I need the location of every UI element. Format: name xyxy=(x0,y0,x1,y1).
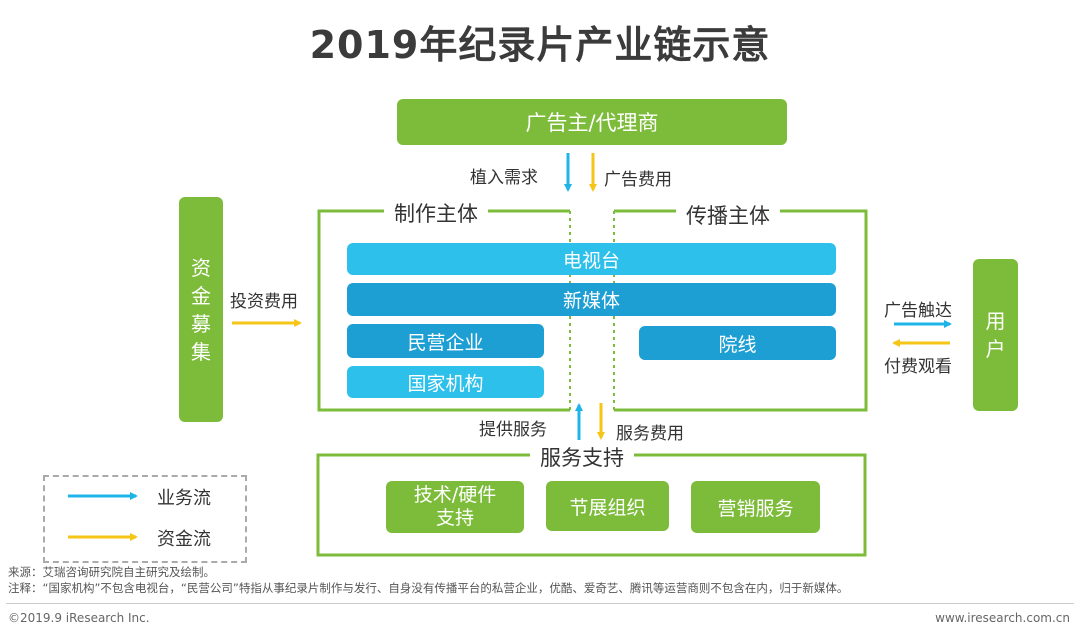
user-char-2: 户 xyxy=(985,337,1006,361)
funding-char-1: 资 xyxy=(191,255,211,280)
legend xyxy=(43,475,247,563)
private-company-box: 民营企业 xyxy=(347,324,544,358)
legend-funds-label: 资金流 xyxy=(157,529,211,550)
service-label: 服务支持 xyxy=(530,442,634,472)
tech-support-box: 技术/硬件 支持 xyxy=(386,481,524,533)
website-link[interactable]: www.iresearch.com.cn xyxy=(935,611,1070,625)
funding-char-3: 募 xyxy=(191,311,211,336)
footer-divider xyxy=(6,603,1074,604)
advertiser-box: 广告主/代理商 xyxy=(397,99,787,145)
remark-note: 注释：“国家机构”不包含电视台，“民营公司”特指从事纪录片制作与发行、自身没有传… xyxy=(8,581,849,595)
cinema-box: 院线 xyxy=(639,326,836,360)
service-fee-label: 服务费用 xyxy=(616,424,684,444)
legend-business-label: 业务流 xyxy=(157,488,211,509)
tech-support-line-1: 技术/硬件 xyxy=(413,484,497,506)
invest-label: 投资费用 xyxy=(230,292,298,312)
pay-label: 付费观看 xyxy=(884,357,952,377)
production-label: 制作主体 xyxy=(384,198,488,228)
tv-station-box: 电视台 xyxy=(347,243,836,275)
marketing-box: 营销服务 xyxy=(691,481,820,533)
festival-box: 节展组织 xyxy=(546,481,669,531)
tech-support-line-2: 支持 xyxy=(435,507,474,529)
provide-label: 提供服务 xyxy=(479,420,547,440)
copyright: ©2019.9 iResearch Inc. xyxy=(8,611,150,625)
funding-char-4: 集 xyxy=(191,339,211,364)
new-media-box: 新媒体 xyxy=(347,283,836,316)
funding-char-2: 金 xyxy=(191,283,211,308)
user-box: 用 户 xyxy=(973,259,1018,411)
ad-fee-label: 广告费用 xyxy=(604,170,672,190)
reach-label: 广告触达 xyxy=(884,301,952,321)
source-note: 来源：艾瑞咨询研究院自主研究及绘制。 xyxy=(8,565,215,579)
page-title: 2019年纪录片产业链示意 xyxy=(309,23,771,67)
demand-label: 植入需求 xyxy=(470,168,538,188)
funding-box: 资 金 募 集 xyxy=(179,197,223,422)
distribution-label: 传播主体 xyxy=(676,200,780,230)
user-char-1: 用 xyxy=(985,309,1006,333)
state-institution-box: 国家机构 xyxy=(347,366,544,398)
